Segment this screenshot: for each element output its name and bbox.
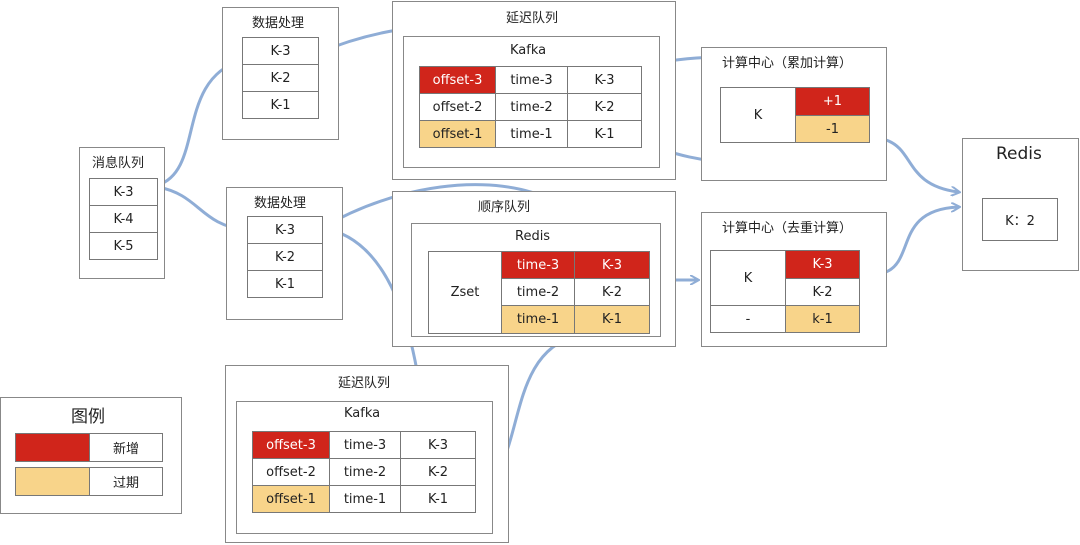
- message-queue-item: K-5: [89, 232, 158, 260]
- processing-top-box: 数据处理 K-3 K-2 K-1: [222, 7, 339, 140]
- compute-accumulate-box: 计算中心（累加计算） K +1 -1: [701, 47, 887, 181]
- processing-top-title: 数据处理: [252, 16, 305, 31]
- kafka-bottom-box: Kafka offset-3 time-3 K-3 offset-2 time-…: [236, 401, 493, 534]
- legend-box: 图例 新增 过期: [0, 397, 182, 514]
- legend-expired-swatch: [15, 467, 90, 496]
- kafka-top-key-cell: K-2: [567, 93, 642, 121]
- message-queue-item: K-3: [89, 178, 158, 206]
- zset-key-cell: K-3: [574, 251, 650, 279]
- redis-value-cell: K：2: [982, 198, 1058, 241]
- processing-item: K-2: [247, 243, 323, 271]
- kafka-bottom-time-cell: time-2: [329, 458, 401, 486]
- kafka-top-key-cell: K-1: [567, 120, 642, 148]
- legend-title: 图例: [71, 407, 105, 427]
- processing-item: K-2: [242, 64, 319, 92]
- compute-dedupe-title: 计算中心（去重计算）: [722, 221, 853, 236]
- arrow-accumulate-to-redis: [885, 138, 958, 192]
- order-queue-title: 顺序队列: [478, 200, 531, 215]
- redis-order-box: Redis Zset time-3 K-3 time-2 K-2 time-1 …: [411, 223, 661, 337]
- kafka-top-time-cell: time-1: [495, 120, 568, 148]
- kafka-top-offset-cell: offset-3: [419, 66, 496, 94]
- redis-title: Redis: [996, 144, 1042, 164]
- kafka-bottom-offset-cell: offset-1: [252, 485, 330, 513]
- kafka-top-key-cell: K-3: [567, 66, 642, 94]
- kafka-bottom-key-cell: K-1: [400, 485, 476, 513]
- delay-queue-bottom-box: 延迟队列 Kafka offset-3 time-3 K-3 offset-2 …: [225, 365, 509, 543]
- accumulate-minus-cell: -1: [795, 115, 870, 143]
- message-queue-title: 消息队列: [92, 156, 145, 171]
- zset-time-cell: time-2: [501, 278, 575, 306]
- zset-key-cell: K-2: [574, 278, 650, 306]
- redis-box: Redis K：2: [962, 138, 1079, 271]
- order-queue-box: 顺序队列 Redis Zset time-3 K-3 time-2 K-2 ti…: [392, 191, 676, 347]
- legend-expired-label: 过期: [89, 467, 163, 496]
- accumulate-key-cell: K: [720, 87, 796, 143]
- processing-item: K-1: [242, 91, 319, 119]
- zset-key-cell: K-1: [574, 305, 650, 334]
- compute-accumulate-title: 计算中心（累加计算）: [722, 56, 853, 71]
- kafka-bottom-offset-cell: offset-2: [252, 458, 330, 486]
- message-queue-item: K-4: [89, 205, 158, 233]
- dedupe-value-cell: K-3: [785, 250, 860, 279]
- dedupe-value-cell: k-1: [785, 305, 860, 333]
- processing-item: K-1: [247, 270, 323, 298]
- zset-time-cell: time-1: [501, 305, 575, 334]
- kafka-top-title: Kafka: [510, 43, 547, 58]
- processing-bottom-box: 数据处理 K-3 K-2 K-1: [226, 187, 343, 320]
- kafka-top-time-cell: time-3: [495, 66, 568, 94]
- kafka-bottom-time-cell: time-1: [329, 485, 401, 513]
- message-queue-box: 消息队列 K-3 K-4 K-5: [79, 147, 165, 279]
- zset-time-cell: time-3: [501, 251, 575, 279]
- dedupe-key-cell: K: [710, 250, 786, 306]
- dedupe-dash-cell: -: [710, 305, 786, 333]
- kafka-bottom-key-cell: K-3: [400, 431, 476, 459]
- legend-new-label: 新增: [89, 433, 163, 462]
- kafka-bottom-key-cell: K-2: [400, 458, 476, 486]
- delay-queue-bottom-title: 延迟队列: [338, 376, 391, 391]
- kafka-bottom-offset-cell: offset-3: [252, 431, 330, 459]
- processing-item: K-3: [242, 37, 319, 65]
- kafka-top-offset-cell: offset-2: [419, 93, 496, 121]
- kafka-bottom-title: Kafka: [344, 406, 381, 421]
- kafka-top-box: Kafka offset-3 time-3 K-3 offset-2 time-…: [403, 36, 660, 168]
- redis-order-title: Redis: [515, 229, 551, 244]
- zset-label: Zset: [428, 251, 502, 334]
- processing-bottom-title: 数据处理: [254, 196, 307, 211]
- kafka-bottom-time-cell: time-3: [329, 431, 401, 459]
- dedupe-value-cell: K-2: [785, 278, 860, 306]
- legend-new-swatch: [15, 433, 90, 462]
- kafka-top-offset-cell: offset-1: [419, 120, 496, 148]
- arrow-dedupe-to-redis: [885, 207, 958, 274]
- kafka-top-time-cell: time-2: [495, 93, 568, 121]
- accumulate-plus-cell: +1: [795, 87, 870, 116]
- delay-queue-top-title: 延迟队列: [506, 11, 559, 26]
- delay-queue-top-box: 延迟队列 Kafka offset-3 time-3 K-3 offset-2 …: [392, 1, 676, 180]
- processing-item: K-3: [247, 216, 323, 244]
- compute-dedupe-box: 计算中心（去重计算） K - K-3 K-2 k-1: [701, 212, 887, 347]
